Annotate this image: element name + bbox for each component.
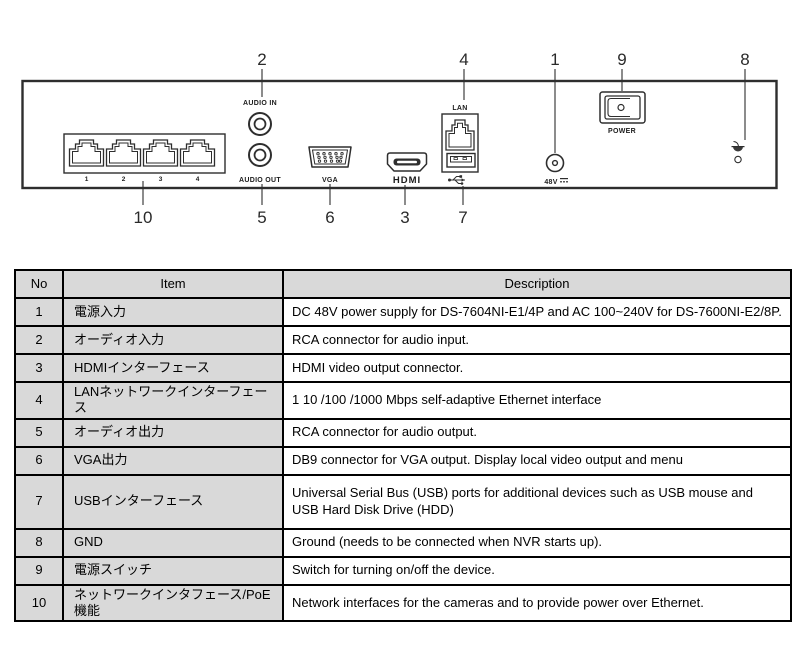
poe-port-group: 1 2 3 4 [63, 133, 226, 183]
cell-no: 3 [14, 353, 64, 383]
table-row: 1 電源入力 DC 48V power supply for DS-7604NI… [14, 297, 792, 327]
cell-desc: HDMI video output connector. [282, 353, 792, 383]
poe-group-outline [63, 133, 226, 174]
cell-desc: RCA connector for audio input. [282, 325, 792, 355]
hdmi-port-icon [386, 152, 428, 172]
cell-item: オーディオ入力 [62, 325, 284, 355]
vga-label: VGA [322, 177, 338, 184]
callout-numbers: 2 4 1 9 8 10 5 6 3 7 [134, 50, 750, 227]
callout-9: 9 [617, 50, 626, 69]
cell-item: LANネットワークインターフェース [62, 381, 284, 420]
callout-8: 8 [740, 50, 749, 69]
cell-no: 1 [14, 297, 64, 327]
usb-port-icon [446, 152, 476, 168]
audio-connectors: AUDIO IN AUDIO OUT [239, 100, 281, 184]
ground-screw-icon [734, 155, 742, 164]
callout-lines [142, 69, 746, 205]
lan-usb-outline [441, 113, 479, 173]
power-label: POWER [608, 128, 636, 135]
cell-desc: Network interfaces for the cameras and t… [282, 583, 792, 622]
port-number-1: 1 [85, 176, 89, 183]
callout-7: 7 [458, 208, 467, 227]
cell-item: VGA出力 [62, 445, 284, 476]
cell-item: HDMIインターフェース [62, 353, 284, 383]
callout-1: 1 [550, 50, 559, 69]
table-row: 6 VGA出力 DB9 connector for VGA output. Di… [14, 445, 792, 476]
callout-4: 4 [459, 50, 468, 69]
lan-label: LAN [452, 105, 467, 112]
header-item: Item [62, 269, 284, 299]
audio-in-rca-icon [248, 112, 272, 136]
cell-desc: Ground (needs to be connected when NVR s… [282, 527, 792, 558]
lan-usb-block: LAN [441, 105, 479, 185]
cell-desc: RCA connector for audio output. [282, 417, 792, 448]
cell-no: 7 [14, 473, 64, 530]
io-spec-table: No Item Description 1 電源入力 DC 48V power … [14, 269, 792, 622]
port-number-4: 4 [196, 176, 200, 183]
rj45-port-3-icon [142, 139, 179, 167]
table-header-row: No Item Description [14, 269, 792, 299]
table-row: 7 USBインターフェース Universal Serial Bus (USB)… [14, 473, 792, 530]
power-switch: POWER [599, 91, 646, 135]
cell-desc: Switch for turning on/off the device. [282, 555, 792, 586]
cell-item: オーディオ出力 [62, 417, 284, 448]
callout-3: 3 [400, 208, 409, 227]
port-number-2: 2 [122, 176, 126, 183]
header-description: Description [282, 269, 792, 299]
lan-rj45-icon [445, 119, 475, 151]
cell-no: 9 [14, 555, 64, 586]
rj45-port-1-icon [68, 139, 105, 167]
callout-2: 2 [257, 50, 266, 69]
audio-out-label: AUDIO OUT [239, 177, 281, 184]
port-number-3: 3 [159, 176, 163, 183]
rj45-port-2-icon [105, 139, 142, 167]
dc-jack-icon [545, 153, 565, 173]
cell-no: 4 [14, 381, 64, 420]
table-row: 3 HDMIインターフェース HDMI video output connect… [14, 353, 792, 383]
header-no: No [14, 269, 64, 299]
hdmi-connector: HDMI [386, 152, 428, 186]
cell-item: 電源スイッチ [62, 555, 284, 586]
dc-power-jack: 48V [544, 153, 568, 186]
callout-6: 6 [325, 208, 334, 227]
audio-out-rca-icon [248, 143, 272, 167]
rj45-port-4-icon [179, 139, 216, 167]
callout-5: 5 [257, 208, 266, 227]
audio-in-label: AUDIO IN [243, 100, 277, 107]
cell-item: USBインターフェース [62, 473, 284, 530]
ground-icon [731, 140, 745, 152]
cell-desc: DB9 connector for VGA output. Display lo… [282, 445, 792, 476]
dc-symbol-icon [560, 178, 568, 183]
cell-desc: DC 48V power supply for DS-7604NI-E1/4P … [282, 297, 792, 327]
dc-voltage-label: 48V [544, 179, 557, 186]
vga-port-icon [308, 146, 352, 168]
cell-desc: 1 10 /100 /1000 Mbps self-adaptive Ether… [282, 381, 792, 420]
cell-item: ネットワークインタフェース/PoE機能 [62, 583, 284, 622]
table-row: 8 GND Ground (needs to be connected when… [14, 527, 792, 558]
cell-no: 10 [14, 583, 64, 622]
table-row: 2 オーディオ入力 RCA connector for audio input. [14, 325, 792, 355]
vga-connector: VGA [308, 146, 352, 184]
cell-item: GND [62, 527, 284, 558]
usb-icon [448, 175, 465, 185]
chassis-outline [21, 79, 778, 190]
rear-panel-diagram: 2 4 1 9 8 10 5 6 3 7 1 [0, 0, 800, 262]
ground-terminal [731, 140, 745, 164]
cell-no: 5 [14, 417, 64, 448]
rear-panel-svg: 2 4 1 9 8 10 5 6 3 7 1 [21, 50, 778, 227]
hdmi-label: HDMI [393, 175, 421, 186]
table-row: 4 LANネットワークインターフェース 1 10 /100 /1000 Mbps… [14, 381, 792, 420]
cell-no: 2 [14, 325, 64, 355]
table-row: 9 電源スイッチ Switch for turning on/off the d… [14, 555, 792, 586]
cell-no: 8 [14, 527, 64, 558]
cell-no: 6 [14, 445, 64, 476]
table-row: 10 ネットワークインタフェース/PoE機能 Network interface… [14, 583, 792, 622]
cell-desc: Universal Serial Bus (USB) ports for add… [282, 473, 792, 530]
power-switch-icon [599, 91, 646, 124]
cell-item: 電源入力 [62, 297, 284, 327]
callout-10: 10 [134, 208, 153, 227]
table-row: 5 オーディオ出力 RCA connector for audio output… [14, 417, 792, 448]
